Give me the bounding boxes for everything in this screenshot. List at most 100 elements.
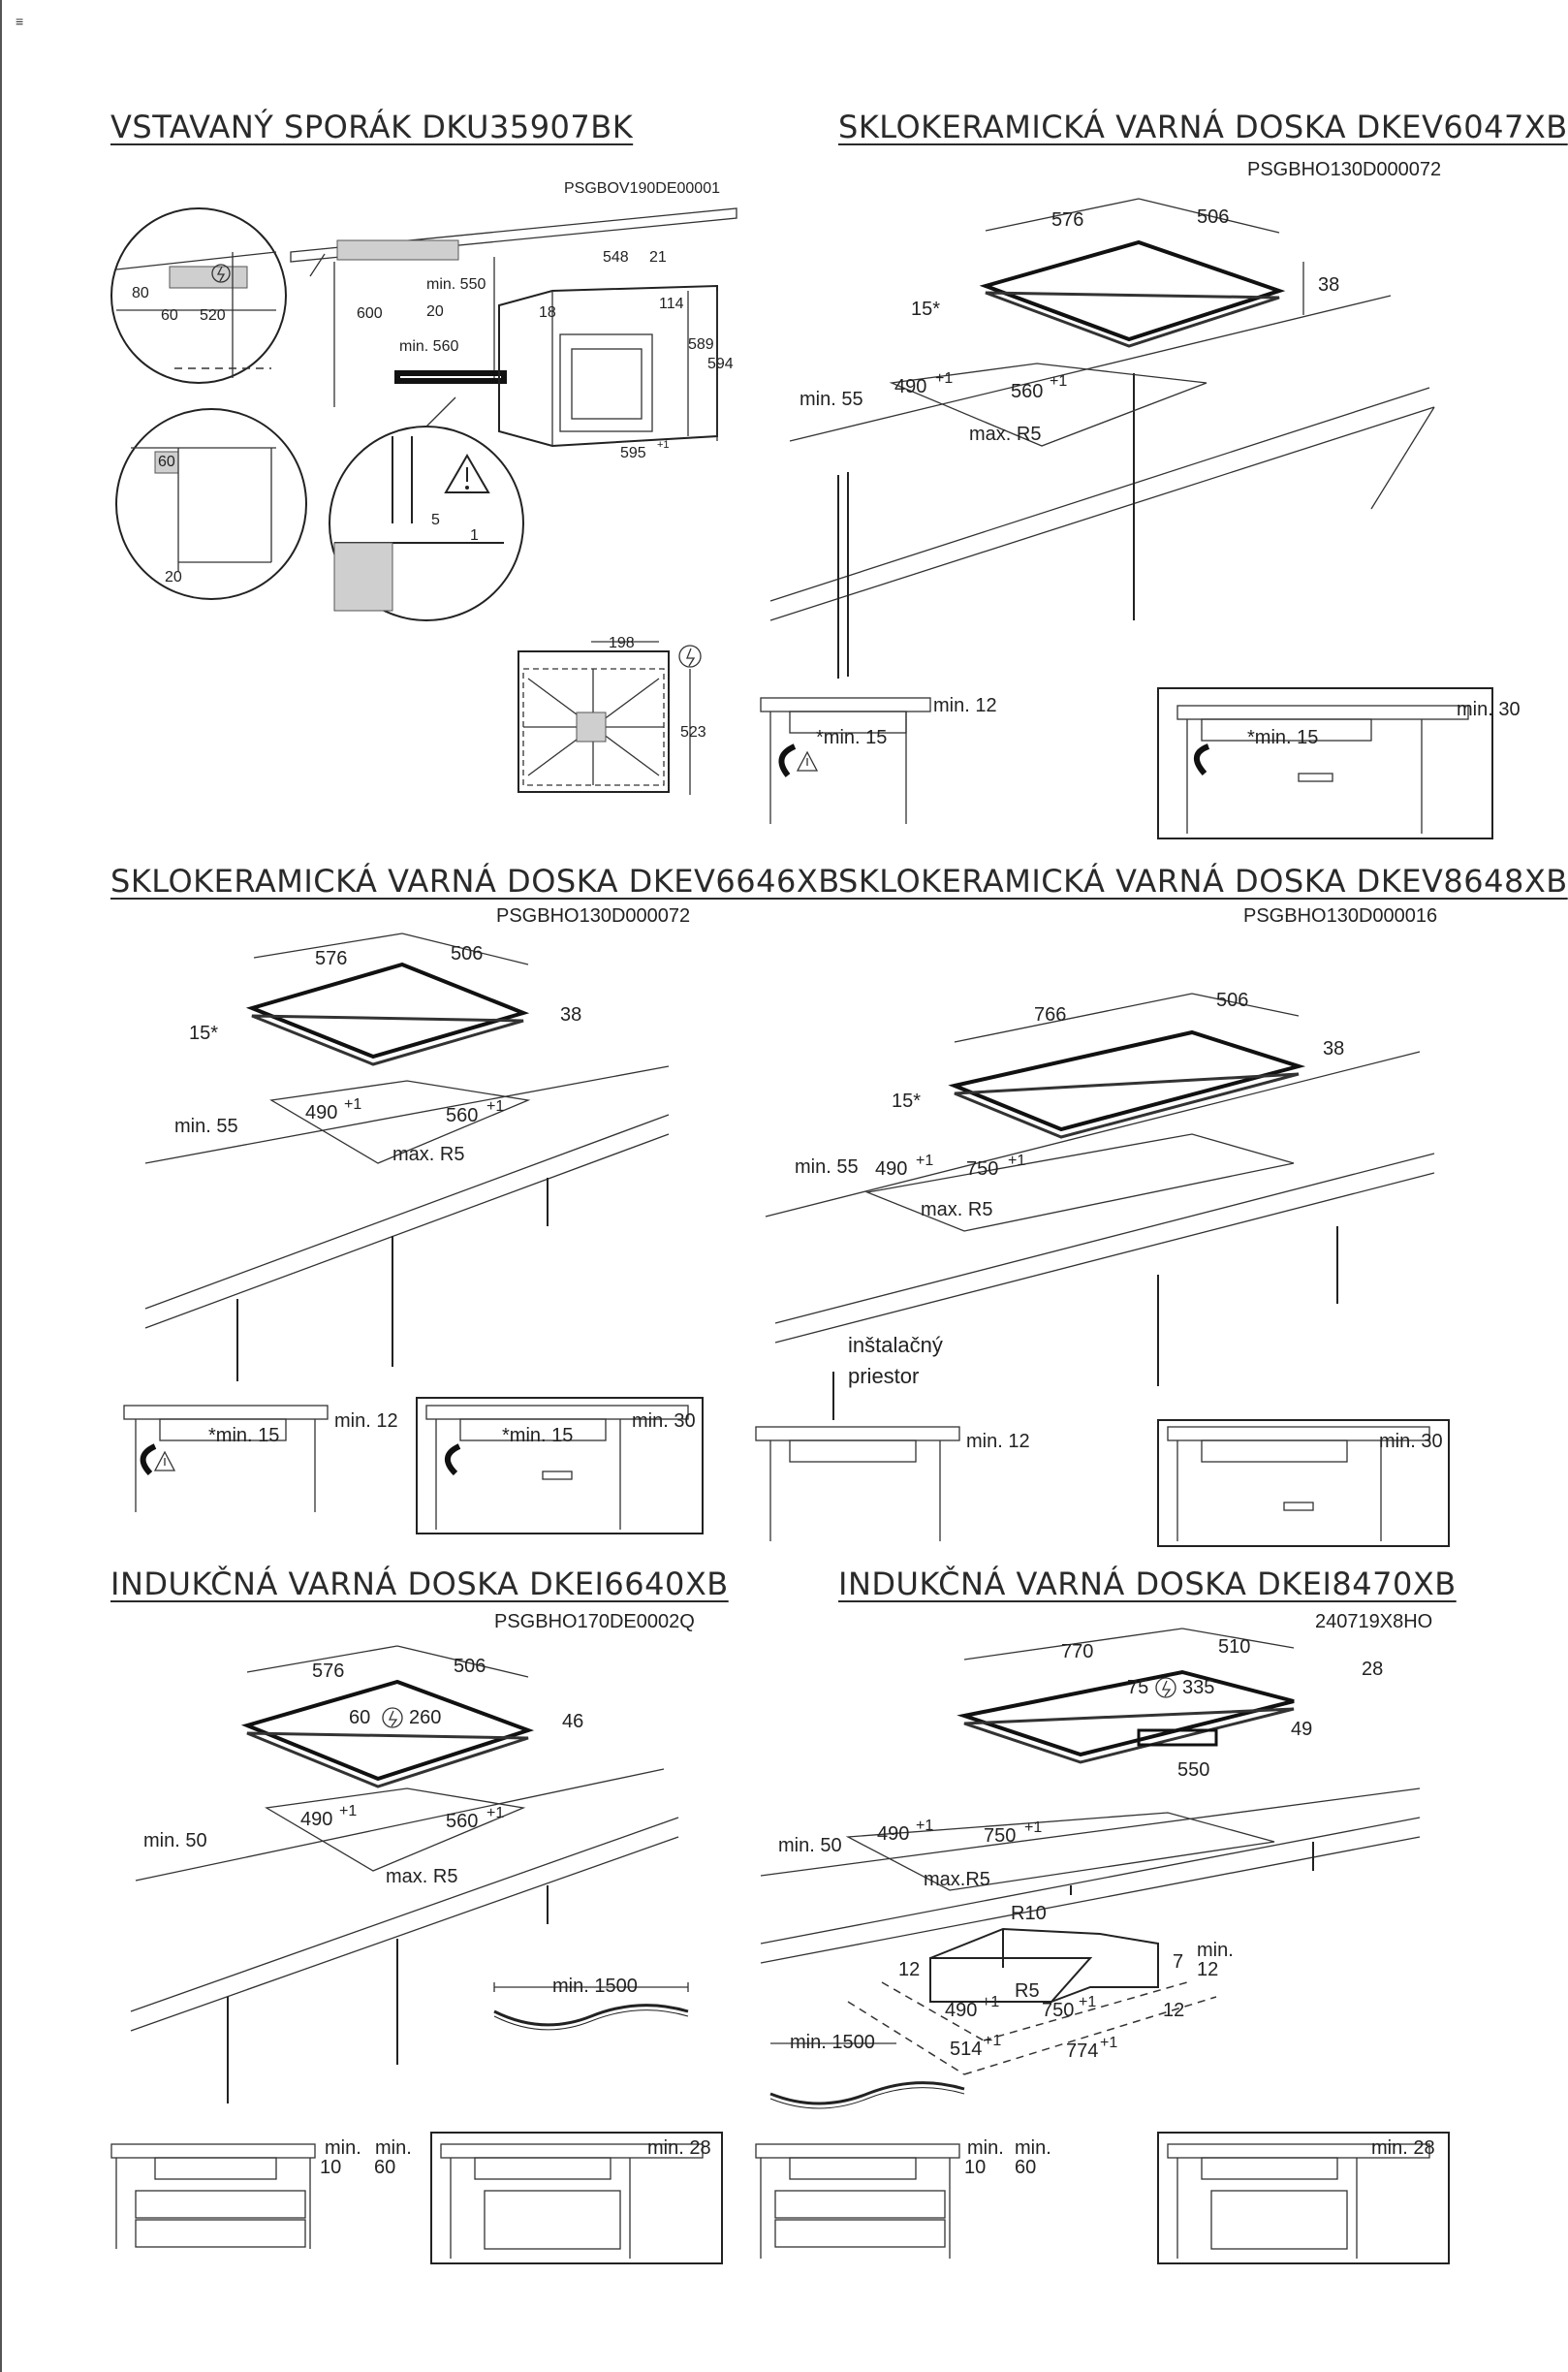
diagram-stroke bbox=[985, 291, 1280, 348]
dim-label: 10 bbox=[964, 2157, 986, 2178]
dim-label: min. 1500 bbox=[552, 1976, 638, 1997]
diagram-stroke bbox=[760, 1787, 1421, 1877]
panel-code: PSGBHO130D000016 bbox=[1243, 905, 1438, 927]
dim-label: 60 bbox=[349, 1707, 370, 1728]
dim-label: +1 bbox=[984, 2033, 1001, 2049]
dim-label: min. 55 bbox=[174, 1116, 238, 1137]
diagram-stroke bbox=[1155, 1677, 1176, 1698]
dim-label: 490 bbox=[300, 1809, 332, 1830]
dim-label: 506 bbox=[1216, 990, 1248, 1011]
diagram-stroke bbox=[135, 2219, 306, 2248]
panel-code: PSGBOV190DE00001 bbox=[564, 180, 720, 197]
diagram-stroke bbox=[881, 1981, 985, 2041]
dim-label: 260 bbox=[409, 1707, 441, 1728]
oven-diagram: 80 60 520 60 20 600 min. 550 20 min. 560… bbox=[110, 207, 737, 795]
dim-label: R10 bbox=[1011, 1903, 1047, 1924]
hob-diagram: 766 506 15* 38 min. 55 490 +1 750 +1 max… bbox=[755, 990, 1450, 1547]
dim-label: 594 bbox=[707, 356, 734, 372]
diagram-stroke bbox=[1298, 773, 1333, 782]
diagram-stroke bbox=[864, 1133, 1295, 1232]
diagram-stroke bbox=[769, 2081, 965, 2105]
diagram-stroke bbox=[963, 1707, 1295, 1764]
panel-title: SKLOKERAMICKÁ VARNÁ DOSKA DKEV8648XB bbox=[838, 863, 1568, 900]
diagram-stroke bbox=[769, 2087, 965, 2109]
dim-label: 510 bbox=[1218, 1636, 1250, 1658]
detail-circle bbox=[115, 408, 307, 600]
diagram-stroke bbox=[845, 1812, 1275, 1891]
dim-label: max. R5 bbox=[969, 424, 1041, 445]
dim-label: 750 bbox=[984, 1825, 1016, 1847]
dim-label: min. bbox=[1197, 1940, 1234, 1961]
diagram-stroke bbox=[954, 1072, 1300, 1139]
dim-label: +1 bbox=[982, 1994, 999, 2010]
detail-circle bbox=[110, 207, 287, 384]
diagram-stroke bbox=[1137, 1728, 1218, 1747]
dim-label: 576 bbox=[315, 948, 347, 969]
diagram-stroke bbox=[153, 1450, 176, 1471]
diagram-stroke bbox=[774, 1172, 1435, 1344]
electric-symbol-icon bbox=[211, 264, 231, 283]
dim-label: +1 bbox=[1008, 1153, 1025, 1169]
dim-label: min. bbox=[325, 2137, 361, 2159]
dim-label: *min. 15 bbox=[1247, 727, 1318, 748]
menu-icon[interactable]: ≡ bbox=[16, 14, 24, 29]
panel-ceramic-hob-3: SKLOKERAMICKÁ VARNÁ DOSKA DKEV8648XB PSG… bbox=[751, 843, 1567, 1551]
diagram-stroke bbox=[760, 1817, 1421, 1945]
dim-label: 523 bbox=[680, 724, 706, 741]
dim-label: 7 bbox=[1173, 1951, 1183, 1973]
dim-label: min. 50 bbox=[778, 1835, 842, 1856]
diagram-stroke bbox=[789, 2157, 917, 2180]
dim-label: 506 bbox=[454, 1656, 486, 1677]
electric-symbol-icon bbox=[382, 1707, 403, 1728]
diagram-stroke bbox=[135, 2190, 306, 2219]
dim-label: 20 bbox=[165, 569, 182, 585]
panel-code: PSGBHO130D000072 bbox=[1247, 159, 1442, 180]
dim-label: min. 560 bbox=[399, 338, 458, 355]
diagram-stroke bbox=[246, 1731, 529, 1788]
dim-label: min. 50 bbox=[143, 1830, 207, 1851]
dim-label: +1 bbox=[1100, 2035, 1117, 2051]
diagram-stroke bbox=[416, 1397, 704, 1534]
dim-label: min. 28 bbox=[1371, 2137, 1435, 2159]
dim-label: 49 bbox=[1291, 1719, 1312, 1740]
panel-code: PSGBHO130D000072 bbox=[496, 905, 691, 927]
dim-label: +1 bbox=[1050, 373, 1067, 390]
dim-label: 60 bbox=[374, 2157, 395, 2178]
dim-label: 18 bbox=[539, 304, 556, 321]
dim-label: +1 bbox=[486, 1805, 504, 1821]
dim-label: 560 bbox=[1011, 381, 1043, 402]
diagram-stroke bbox=[559, 333, 653, 432]
diagram-stroke bbox=[159, 1418, 287, 1441]
diagram-stroke bbox=[444, 454, 490, 493]
diagram-stroke bbox=[769, 387, 1430, 602]
panel-ceramic-hob-1: SKLOKERAMICKÁ VARNÁ DOSKA DKEV6047XB PSG… bbox=[751, 0, 1567, 843]
dim-label: min. 1500 bbox=[790, 2032, 875, 2053]
diagram-stroke bbox=[979, 239, 1286, 342]
dim-label: 560 bbox=[446, 1811, 478, 1832]
diagram-stroke bbox=[123, 1405, 329, 1420]
diagram-stroke bbox=[774, 2190, 946, 2219]
diagram-stroke bbox=[1370, 406, 1435, 510]
dim-label: 520 bbox=[200, 307, 226, 324]
diagram-stroke bbox=[144, 1114, 670, 1310]
dim-label: min. 30 bbox=[1379, 1431, 1443, 1452]
panel-title: SKLOKERAMICKÁ VARNÁ DOSKA DKEV6646XB bbox=[110, 863, 840, 900]
diagram-stroke bbox=[396, 1645, 529, 1678]
panel-induction-hob-1: INDUKČNÁ VARNÁ DOSKA DKEI6640XB PSGBHO17… bbox=[0, 1551, 751, 2372]
diagram-stroke bbox=[140, 1443, 157, 1476]
dim-label: 20 bbox=[426, 303, 444, 320]
diagram-stroke bbox=[144, 1065, 670, 1164]
diagram-stroke bbox=[459, 1418, 607, 1441]
diagram-stroke bbox=[253, 933, 403, 959]
dim-label: max. R5 bbox=[921, 1199, 992, 1220]
diagram-stroke bbox=[130, 1836, 679, 2032]
diagram-stroke bbox=[889, 363, 1207, 447]
diagram-stroke bbox=[1210, 2190, 1348, 2250]
diagram-stroke bbox=[498, 284, 718, 448]
diagram-stroke bbox=[251, 1014, 524, 1066]
diagram-stroke bbox=[755, 2143, 960, 2159]
dim-label: 490 bbox=[305, 1102, 337, 1123]
diagram-stroke bbox=[1194, 743, 1210, 776]
diagram-stroke bbox=[484, 2190, 621, 2250]
panel-code: PSGBHO170DE0002Q bbox=[494, 1611, 695, 1632]
